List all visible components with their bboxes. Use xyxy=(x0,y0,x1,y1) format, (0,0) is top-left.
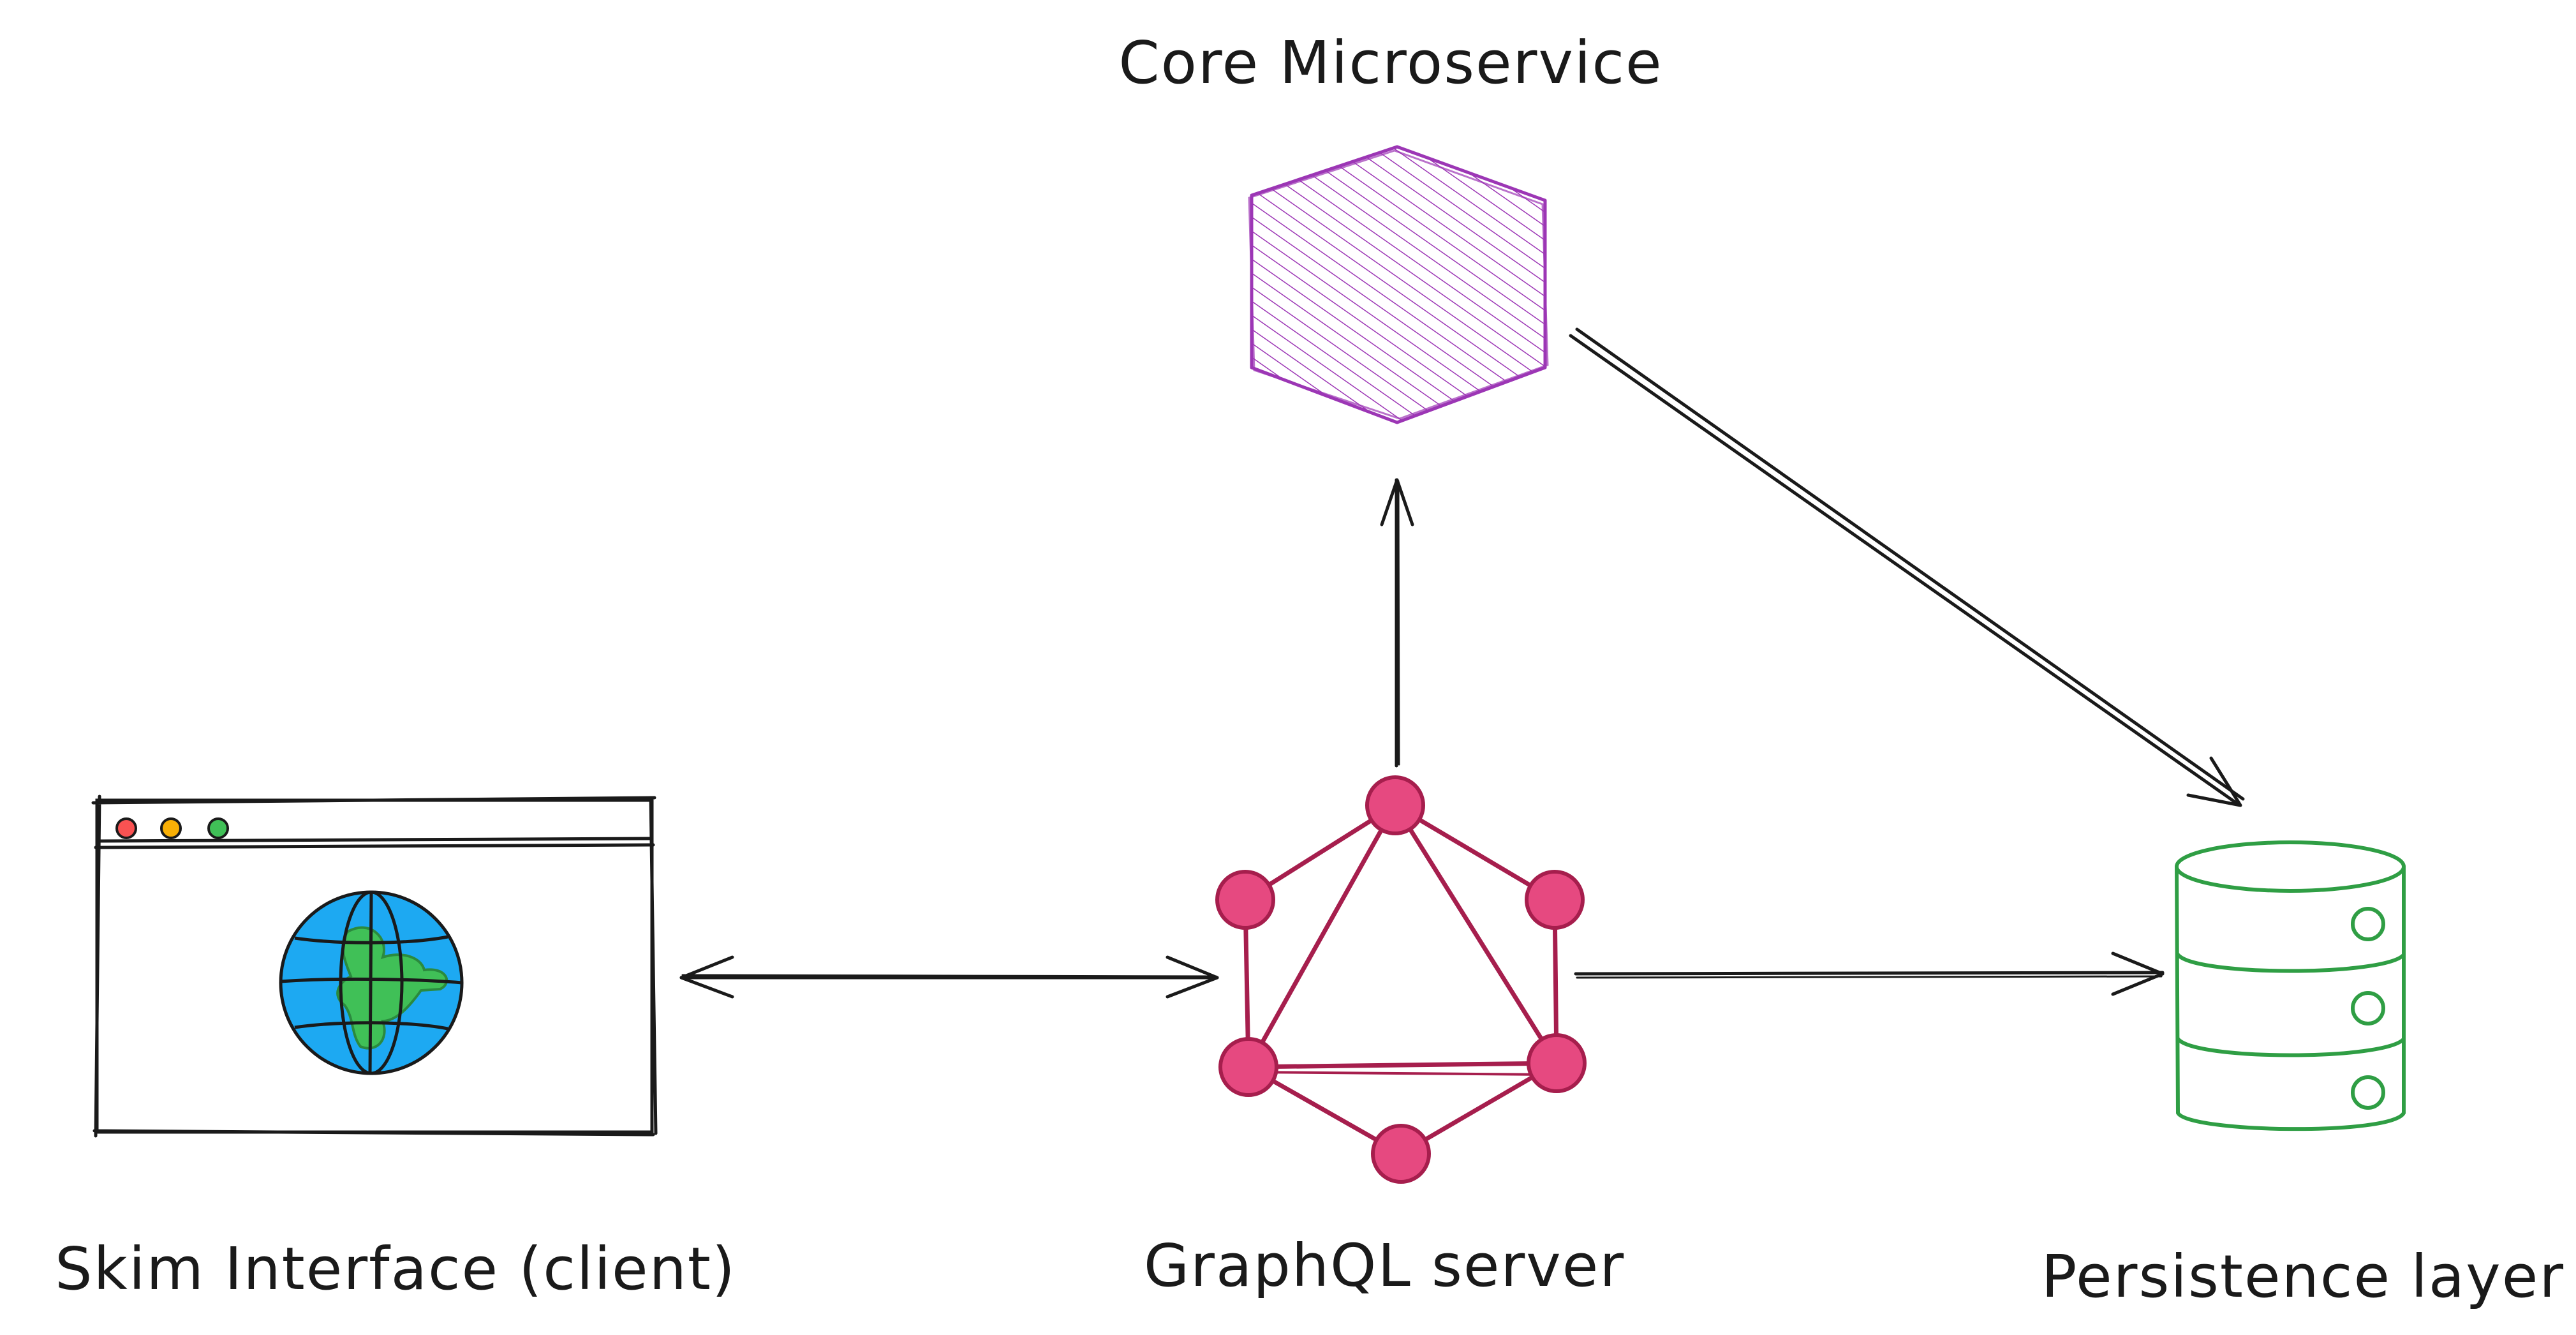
globe-icon xyxy=(279,890,464,1075)
graphql-persistence-arrow xyxy=(1574,951,2165,996)
client-label: Skim Interface (client) xyxy=(55,1235,736,1303)
persistence-layer-label: Persistence layer xyxy=(2041,1242,2565,1311)
core-microservice-label: Core Microservice xyxy=(1118,29,1662,97)
close-dot-icon xyxy=(115,817,137,839)
persistence-node xyxy=(2175,840,2406,1131)
client-node xyxy=(91,794,658,1138)
browser-window-icon xyxy=(91,794,658,1138)
hexagon-icon xyxy=(1250,145,1547,424)
core-persistence-arrow xyxy=(1569,327,2245,807)
database-icon xyxy=(2175,840,2406,1131)
graphql-server-label: GraphQL server xyxy=(1144,1232,1625,1300)
client-graphql-arrow xyxy=(679,955,1219,999)
maximize-dot-icon xyxy=(207,817,229,839)
minimize-dot-icon xyxy=(160,817,182,839)
graphql-logo-icon xyxy=(1215,775,1587,1184)
graphql-node xyxy=(1215,775,1587,1184)
graphql-core-arrow xyxy=(1380,478,1414,768)
core-microservice-node xyxy=(1248,145,1549,424)
hexagon-outline xyxy=(1248,149,1549,420)
